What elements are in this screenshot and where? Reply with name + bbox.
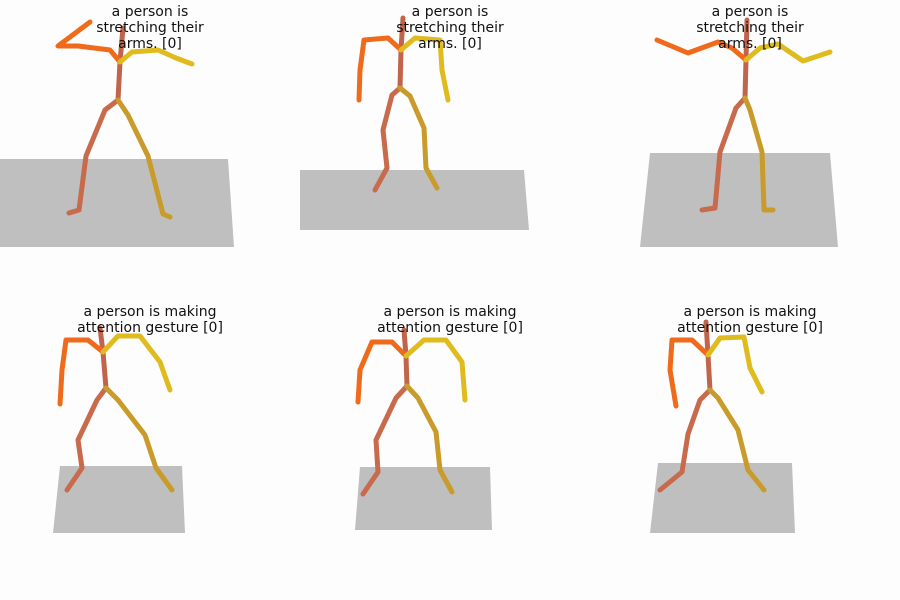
motion-caption: a person is making attention gesture [0] (377, 304, 523, 336)
motion-caption: a person is stretching their arms. [0] (396, 4, 504, 52)
skeleton-scene (0, 19, 234, 247)
motion-caption: a person is stretching their arms. [0] (96, 4, 204, 52)
floor-plane (650, 463, 795, 533)
left-arm-bone (667, 337, 711, 409)
motion-panel-5: a person is making attention gesture [0] (300, 300, 600, 600)
floor-plane (640, 153, 838, 247)
motion-panel-3: a person is stretching their arms. [0] (600, 0, 900, 300)
right-arm-bone (403, 337, 468, 403)
spine-bone (97, 325, 109, 391)
left-leg-bone (372, 85, 403, 193)
motion-panel-6: a person is making attention gesture [0] (600, 300, 900, 600)
floor-plane (300, 170, 529, 230)
right-leg-bone (707, 387, 767, 493)
floor-plane (355, 467, 492, 530)
left-arm-bone (55, 19, 123, 65)
skeleton-scene (640, 17, 838, 247)
left-leg-bone (360, 383, 410, 497)
right-arm-bone (743, 41, 833, 64)
right-leg-bone (397, 85, 440, 191)
motion-panel-2: a person is stretching their arms. [0] (300, 0, 600, 300)
skeleton-scene (650, 319, 795, 533)
right-arm-bone (117, 47, 195, 67)
left-leg-bone (657, 387, 713, 493)
left-arm-bone (356, 35, 404, 103)
left-arm-bone (355, 339, 409, 405)
right-leg-bone (742, 95, 776, 213)
floor-plane (0, 159, 234, 247)
skeleton-scene (53, 325, 185, 533)
right-leg-bone (404, 383, 455, 495)
right-arm-bone (705, 334, 765, 395)
skeleton-scene (355, 327, 492, 530)
left-leg-bone (66, 97, 121, 216)
motion-caption: a person is making attention gesture [0] (77, 304, 223, 336)
right-leg-bone (115, 97, 173, 220)
right-leg-bone (103, 385, 175, 493)
left-arm-bone (654, 37, 749, 63)
left-arm-bone (57, 337, 106, 407)
motion-panel-4: a person is making attention gesture [0] (0, 300, 300, 600)
floor-plane (53, 466, 185, 533)
skeleton-scene (300, 15, 529, 230)
right-arm-bone (398, 35, 451, 103)
motion-caption: a person is stretching their arms. [0] (696, 4, 804, 52)
left-leg-bone (64, 385, 109, 493)
left-leg-bone (699, 95, 748, 213)
motion-panel-1: a person is stretching their arms. [0] (0, 0, 300, 300)
right-arm-bone (100, 333, 173, 393)
motion-caption: a person is making attention gesture [0] (677, 304, 823, 336)
